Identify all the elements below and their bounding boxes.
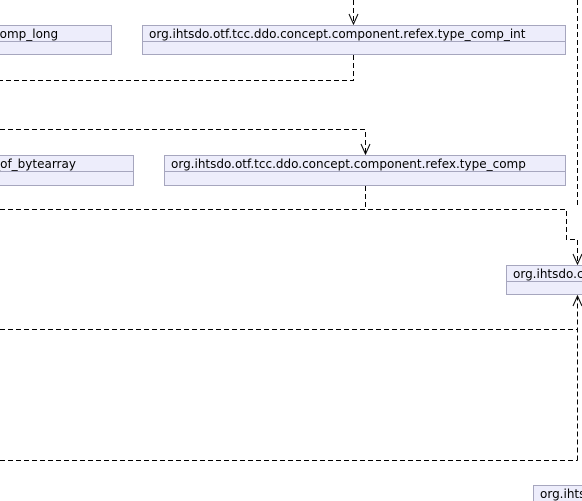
class-node-body — [507, 282, 582, 293]
edge-from-type-comp-int — [0, 55, 354, 81]
class-node-ihts-bottom[interactable]: org.ihts — [533, 485, 582, 501]
class-node-label: org.ihtsdo.c — [507, 266, 582, 282]
arrowhead-ihtsdo-c-bottom — [572, 294, 582, 307]
class-node-comp-long[interactable]: _comp_long — [0, 25, 112, 55]
class-node-label: org.ihtsdo.otf.tcc.ddo.concept.component… — [143, 26, 565, 42]
edge-horizontal-upper — [0, 209, 578, 264]
class-node-body — [143, 42, 565, 53]
class-node-ihtsdo-c[interactable]: org.ihtsdo.c — [506, 265, 582, 295]
arrowhead-ihtsdo-c-top — [572, 253, 582, 266]
class-node-label: _comp_long — [0, 26, 111, 42]
class-node-type-comp[interactable]: org.ihtsdo.otf.tcc.ddo.concept.component… — [164, 155, 566, 186]
arrowhead-type-comp-int — [348, 13, 359, 26]
class-node-bytearray[interactable]: y_of_bytearray — [0, 155, 134, 186]
class-node-body — [165, 172, 565, 183]
class-node-label: org.ihtsdo.otf.tcc.ddo.concept.component… — [165, 156, 565, 172]
class-node-label: org.ihts — [534, 486, 582, 501]
edge-into-type-comp — [0, 129, 366, 154]
class-node-label: y_of_bytearray — [0, 156, 133, 172]
arrowhead-type-comp — [360, 143, 371, 156]
class-node-body — [0, 42, 111, 53]
class-node-body — [0, 172, 133, 183]
class-node-type-comp-int[interactable]: org.ihtsdo.otf.tcc.ddo.concept.component… — [142, 25, 566, 55]
